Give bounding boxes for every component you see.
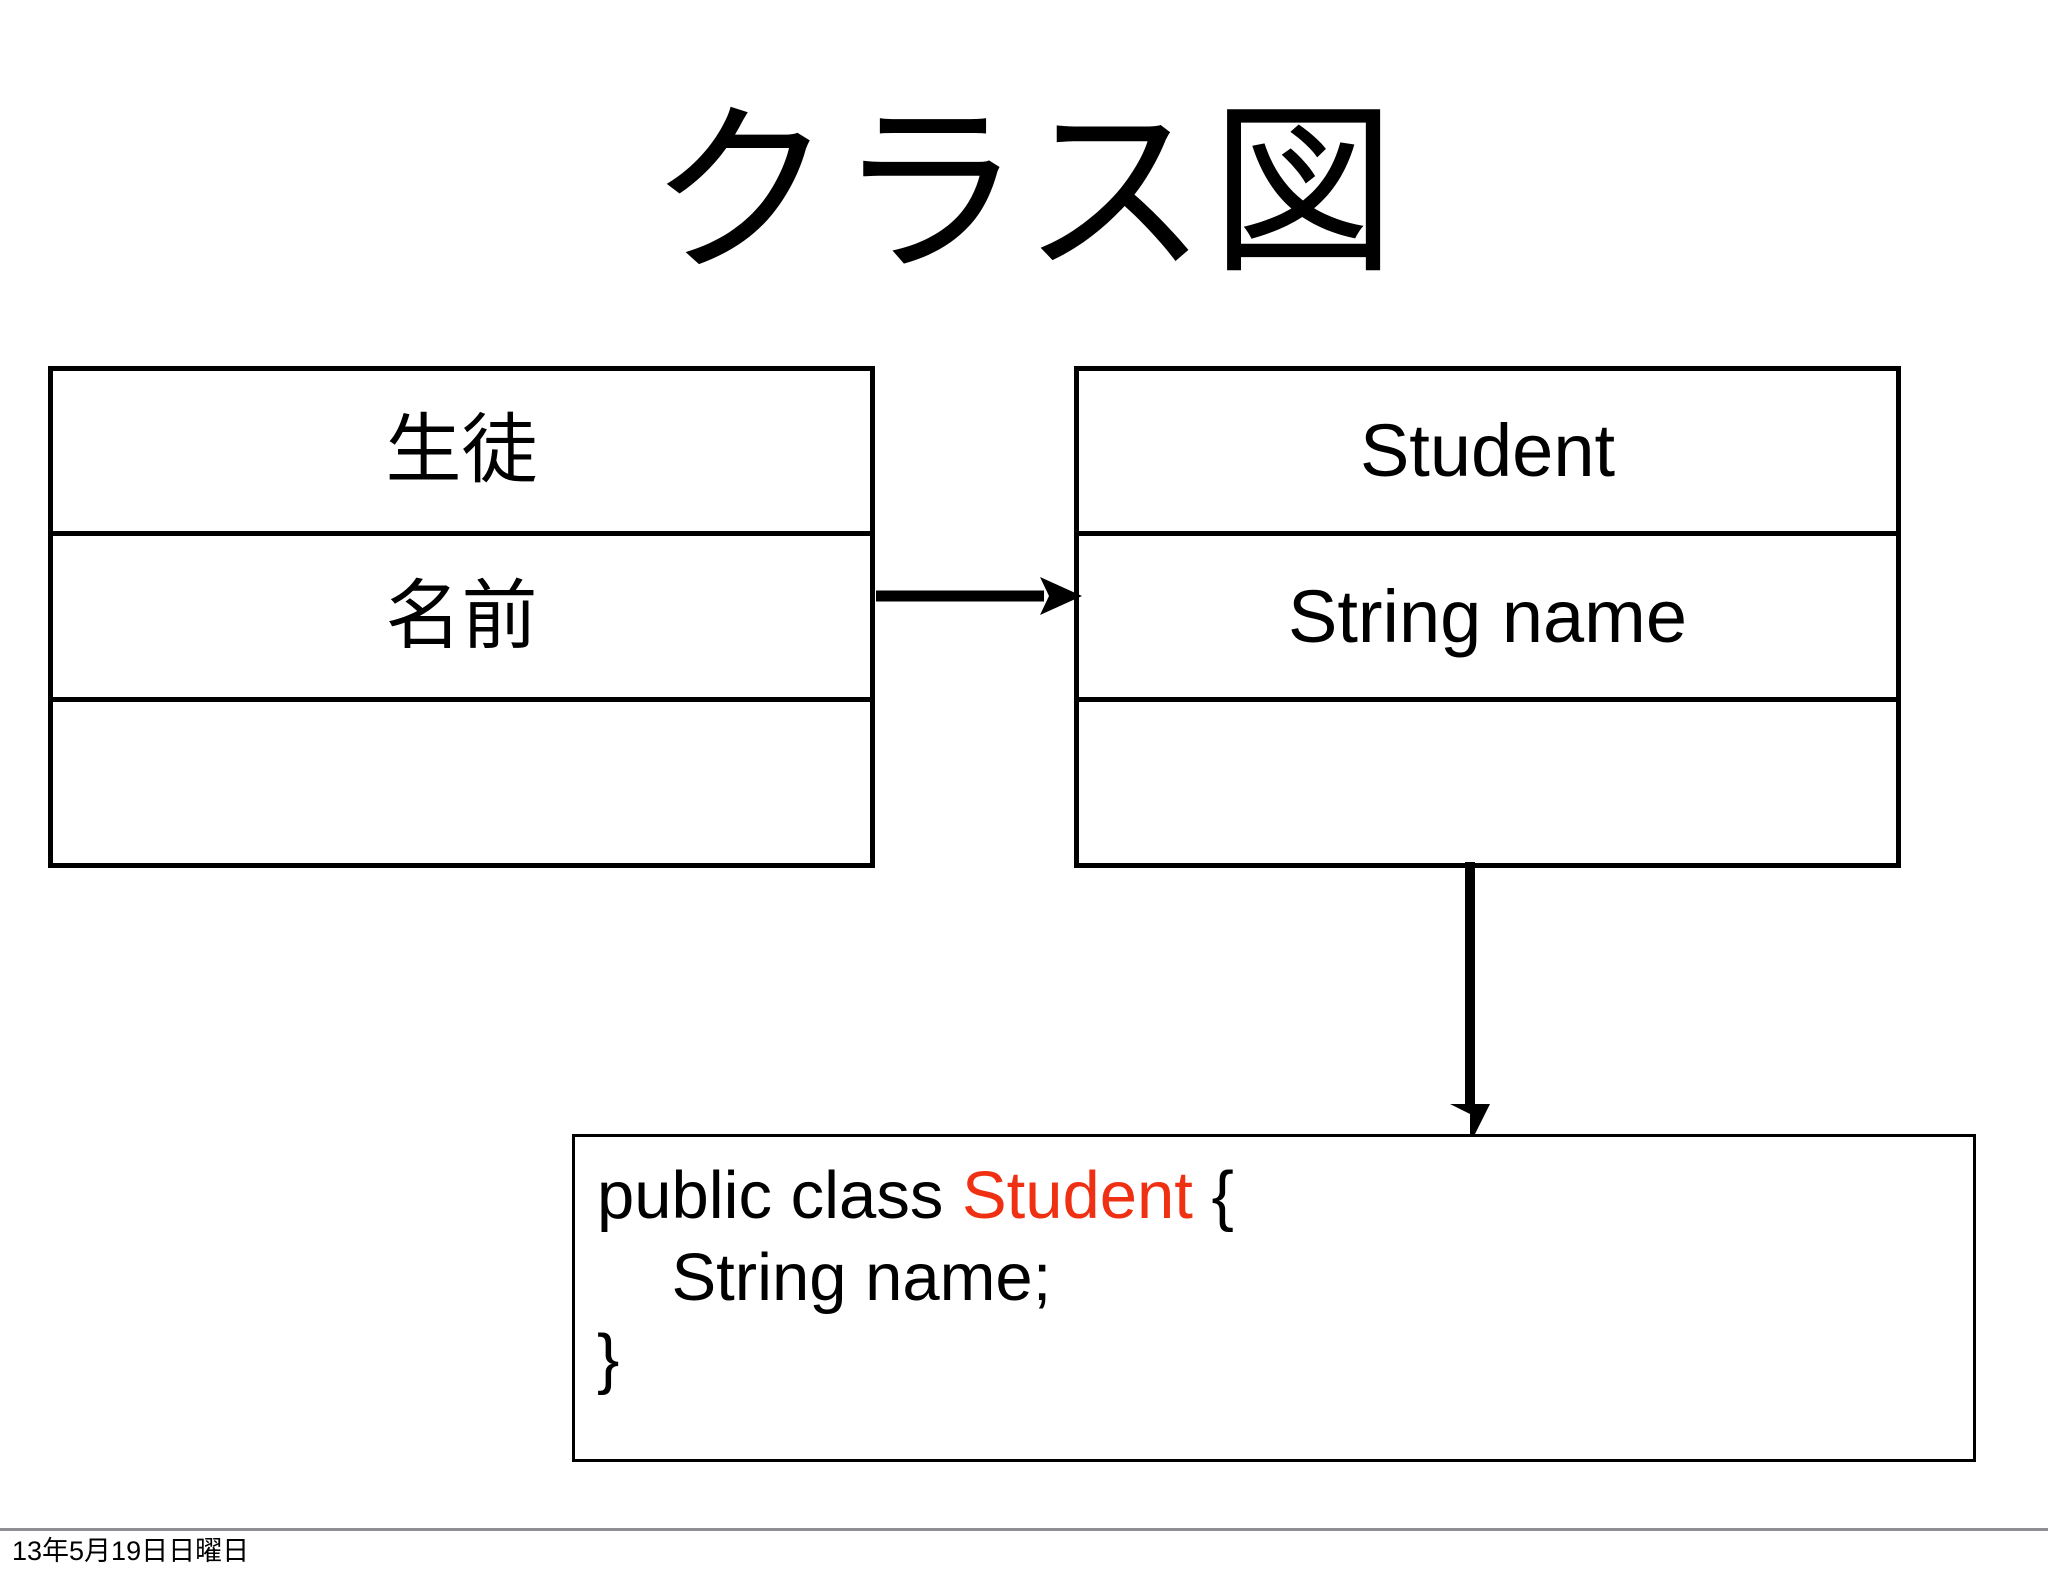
code-line-2-before: String name; [597, 1239, 1052, 1315]
code-line-1-after: { [1192, 1158, 1234, 1233]
uml-attribute-japanese: 名前 [385, 573, 538, 659]
uml-class-box-english: Student String name [1074, 366, 1901, 868]
uml-attributes-row-japanese: 名前 [53, 531, 870, 697]
uml-methods-row-english [1079, 697, 1896, 863]
footer-divider [0, 1528, 2048, 1531]
footer-date: 13年5月19日日曜日 [12, 1536, 250, 1566]
code-line-3-before: } [597, 1321, 620, 1397]
code-line-1: public class Student { [597, 1155, 1973, 1237]
uml-class-name-english: Student [1359, 409, 1616, 492]
uml-class-name-row-japanese: 生徒 [53, 371, 870, 531]
arrow-right-icon [876, 577, 1082, 615]
uml-attributes-row-english: String name [1079, 531, 1896, 697]
code-line-1-before: public class [597, 1158, 962, 1233]
arrow-down-icon [1450, 862, 1490, 1144]
uml-class-box-japanese: 生徒 名前 [48, 366, 875, 868]
code-snippet-box: public class Student { String name; } [572, 1134, 1976, 1462]
code-line-3: } [597, 1318, 1973, 1400]
code-line-1-class-name: Student [961, 1158, 1193, 1233]
uml-class-name-japanese: 生徒 [385, 408, 538, 493]
uml-methods-row-japanese [53, 697, 870, 863]
code-line-2: String name; [597, 1237, 1973, 1319]
page-title: クラス図 [648, 90, 1400, 296]
uml-attribute-english: String name [1288, 574, 1687, 658]
uml-class-name-row-english: Student [1079, 371, 1896, 531]
arrow-head [1040, 577, 1082, 615]
arrow-head [1450, 1104, 1490, 1144]
